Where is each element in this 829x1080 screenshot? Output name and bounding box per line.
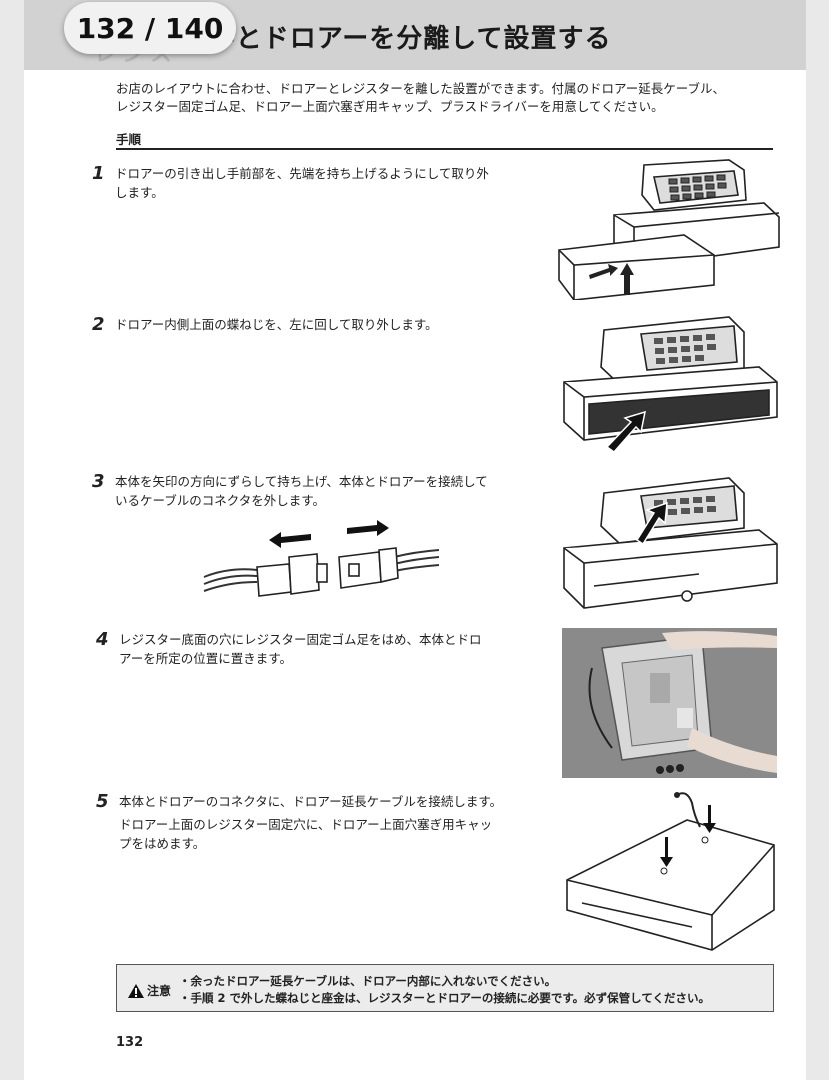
caution-label: 注意 [147, 984, 172, 998]
step-2-number: 2 [92, 314, 105, 335]
step-3-line-2: いるケーブルのコネクタを外します。 [115, 493, 326, 508]
section-divider [116, 148, 773, 150]
step-1-text: ドロアーの引き出し手前部を、先端を持ち上げるようにして取り外 します。 [115, 164, 535, 202]
caution-item-2: ・手順 2 で外した蝶ねじと座金は、レジスターとドロアーの接続に必要です。必ず保… [179, 991, 710, 1005]
step-4-photo [562, 628, 777, 778]
step-5-line-1: 本体とドロアーのコネクタに、ドロアー延長ケーブルを接続します。 [119, 794, 503, 809]
warning-triangle-icon [128, 983, 144, 998]
step-4-text: レジスター底面の穴にレジスター固定ゴム足をはめ、本体とドロ アーを所定の位置に置… [119, 630, 539, 668]
page-indicator[interactable]: 132 / 140 [64, 2, 236, 54]
step-2-illustration [563, 316, 778, 454]
step-3-text: 本体を矢印の方向にずらして持ち上げ、本体とドロアーを接続して いるケーブルのコネ… [115, 472, 545, 510]
step-1-line-1: ドロアーの引き出し手前部を、先端を持ち上げるようにして取り外 [115, 166, 489, 181]
step-2-text: ドロアー内側上面の蝶ねじを、左に回して取り外します。 [115, 315, 535, 334]
step-3-number: 3 [92, 471, 105, 492]
caution-item-1: ・余ったドロアー延長ケーブルは、ドロアー内部に入れないでください。 [179, 974, 557, 988]
step-5-illustration [566, 792, 775, 951]
step-1-illustration [558, 159, 780, 300]
caution-badge: 注意 [127, 982, 171, 999]
caution-box: 注意 ・余ったドロアー延長ケーブルは、ドロアー内部に入れないでください。 ・手順… [116, 964, 774, 1012]
step-4-line-1: レジスター底面の穴にレジスター固定ゴム足をはめ、本体とドロ [119, 632, 482, 647]
page-title: -とドロアーを分離して設置する [224, 24, 612, 54]
step-4-line-2: アーを所定の位置に置きます。 [119, 651, 293, 666]
intro-line-2: レジスター固定ゴム足、ドロアー上面穴塞ぎ用キャップ、プラスドライバーを用意してく… [116, 99, 664, 114]
procedure-label: 手順 [116, 132, 142, 147]
step-3-line-1: 本体を矢印の方向にずらして持ち上げ、本体とドロアーを接続して [115, 474, 488, 489]
caution-list: ・余ったドロアー延長ケーブルは、ドロアー内部に入れないでください。 ・手順 2 … [179, 973, 710, 1007]
step-5-text: 本体とドロアーのコネクタに、ドロアー延長ケーブルを接続します。 ドロアー上面のレ… [119, 792, 559, 853]
page-number: 132 [116, 1035, 144, 1050]
step-4-number: 4 [96, 629, 109, 650]
intro-line-1: お店のレイアウトに合わせ、ドロアーとレジスターを離した設置ができます。付属のドロ… [116, 81, 726, 96]
intro-text: お店のレイアウトに合わせ、ドロアーとレジスターを離した設置ができます。付属のドロ… [116, 80, 786, 116]
connector-illustration [203, 520, 440, 597]
step-1-number: 1 [92, 163, 105, 184]
step-1-line-2: します。 [115, 185, 164, 200]
step-3-illustration [563, 477, 778, 609]
manual-page: レジス -とドロアーを分離して設置する 132 / 140 お店のレイアウトに合… [24, 0, 806, 1080]
step-5-number: 5 [96, 791, 109, 812]
step-2-line-1: ドロアー内側上面の蝶ねじを、左に回して取り外します。 [115, 317, 438, 332]
step-5-sub-line-2: プをはめます。 [119, 836, 206, 851]
step-5-sub-line-1: ドロアー上面のレジスター固定穴に、ドロアー上面穴塞ぎ用キャッ [119, 817, 493, 832]
